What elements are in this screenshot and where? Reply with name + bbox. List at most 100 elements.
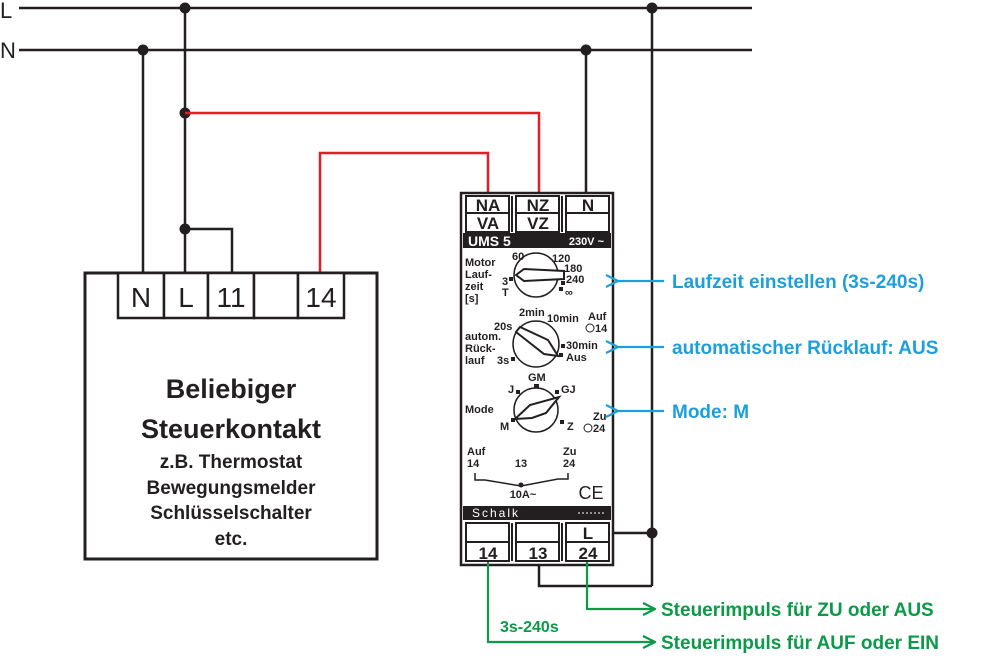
dial-tick-label: 240: [566, 274, 584, 286]
controller-frame: [83, 271, 379, 561]
dial-pointer: [514, 325, 560, 358]
device-bottom-terminals: [465, 522, 610, 562]
return-label: autom.: [465, 331, 501, 343]
dial-pointer: [512, 395, 562, 421]
junction-dot: [179, 223, 191, 235]
bus-label-n: N: [0, 38, 16, 63]
model-name: UMS 5: [468, 233, 511, 249]
controller-sub: Bewegungsmelder: [147, 478, 317, 499]
terminal-label: VZ: [527, 214, 549, 233]
ums5-device: NA NZ N VA VZ UMS 5 230V ~ Motor Lauf- z…: [459, 191, 615, 567]
power-wires: [141, 8, 654, 588]
motor-label: [s]: [465, 293, 479, 305]
blue-annotations: Laufzeit einstellen (3s-240s) automatisc…: [618, 272, 938, 423]
motor-label: zeit: [465, 281, 484, 293]
junction-dot: [179, 2, 191, 14]
dial-tick-label: M: [500, 421, 509, 433]
dial-tick-label: GM: [528, 372, 546, 384]
terminal-label: NA: [476, 196, 501, 215]
note-runtime: Laufzeit einstellen (3s-240s): [672, 272, 924, 293]
dial-tick-label: Z: [567, 421, 574, 433]
dial-tick-label: 60: [512, 251, 524, 263]
relay-contact-symbol: Auf 14 13 Zu 24 10A~ CE: [467, 446, 604, 503]
terminal-l: [162, 271, 210, 320]
junction-dot: [137, 44, 149, 56]
wire-l-11: [185, 227, 234, 272]
relay-label: 24: [563, 458, 576, 470]
relay-label: Zu: [563, 446, 576, 458]
led-number: 14: [595, 323, 608, 335]
mode-label: Mode: [465, 404, 494, 416]
dial-tick-label: Aus: [566, 352, 587, 364]
brand-logo: Schalk: [472, 506, 520, 520]
wire-13-l: [537, 564, 652, 588]
controller-sub: etc.: [215, 529, 248, 550]
dial-tick-label: 3s: [497, 355, 509, 367]
controller-title-1: Beliebiger: [166, 374, 297, 404]
arrow-right-icon: [585, 562, 655, 609]
return-label: lauf: [465, 355, 485, 367]
dial-tick-label: J: [508, 384, 514, 396]
terminal-label: L: [178, 282, 194, 313]
auf-led: Auf 14: [585, 311, 608, 335]
arrow-right-icon: [486, 562, 655, 642]
note-auto-return: automatischer Rücklauf: AUS: [672, 338, 938, 359]
pulse-duration: 3s-240s: [500, 619, 559, 636]
led-label: Auf: [588, 311, 607, 323]
device-top-terminals: [465, 195, 610, 233]
dial-tick-label: 10min: [547, 313, 579, 325]
terminal-label: N: [131, 282, 151, 313]
terminal-label: 13: [529, 544, 548, 563]
controller-title-2: Steuerkontakt: [141, 414, 321, 444]
motor-runtime-dial[interactable]: Motor Lauf- zeit [s] 60 120 180 240 ∞ T …: [465, 251, 584, 305]
controller-sub: Schlüsselschalter: [150, 503, 312, 524]
terminal-empty: [252, 271, 300, 320]
model-band: [463, 233, 611, 248]
wire-14-na: [318, 151, 490, 272]
dial-tick-label: 180: [564, 263, 582, 275]
junction-dot: [646, 2, 658, 14]
controller-terminal-strip: N L 11 14: [116, 271, 346, 320]
terminal-14: [296, 271, 346, 320]
led-label: Zu: [593, 411, 606, 423]
ce-mark: CE: [578, 483, 603, 503]
dial-pointer: [514, 267, 565, 283]
led-icon: [583, 423, 593, 433]
relay-label: 13: [515, 458, 527, 470]
controller-sub: z.B. Thermostat: [160, 452, 303, 473]
motor-label: Lauf-: [465, 269, 492, 281]
dial-tick-label: GJ: [561, 384, 576, 396]
dial-tick-label: 3: [502, 276, 508, 288]
terminal-label: 24: [579, 544, 598, 563]
return-label: Rück-: [465, 343, 496, 355]
model-voltage: 230V ~: [569, 236, 605, 248]
note-open-pulse: Steuerimpuls für AUF oder EIN: [661, 633, 939, 654]
relay-rating: 10A~: [510, 489, 537, 501]
dial-tick-label: 30min: [566, 340, 598, 352]
wire-l-nz: [185, 111, 541, 196]
junction-dot: [580, 44, 592, 56]
relay-label: Auf: [467, 446, 486, 458]
bus-lines: L N: [0, 0, 752, 63]
terminal-label: 14: [305, 282, 336, 313]
green-annotations: Steuerimpuls für ZU oder AUS Steuerimpul…: [486, 562, 939, 654]
mode-dial[interactable]: Mode GM GJ Z M J: [465, 372, 576, 433]
dial-tick-label: T: [502, 287, 509, 299]
controller-box: N L 11 14 Beliebiger Steuerkontakt z.B. …: [83, 271, 379, 561]
brand-band: [463, 506, 611, 520]
terminal-label: 14: [479, 544, 498, 563]
terminal-label: NZ: [527, 196, 550, 215]
auto-return-dial[interactable]: autom. Rück- lauf 2min 10min SEP 30min A…: [465, 307, 598, 368]
led-icon: [585, 323, 595, 333]
dial-tick-label: 20s: [494, 321, 512, 333]
terminal-label: N: [582, 196, 594, 215]
terminal-label: VA: [477, 214, 499, 233]
note-close-pulse: Steuerimpuls für ZU oder AUS: [661, 600, 934, 621]
terminal-label: L: [583, 524, 593, 543]
junction-dot: [646, 527, 658, 539]
bus-label-l: L: [0, 0, 12, 23]
dial-tick-label: 2min: [519, 307, 545, 319]
led-number: 24: [593, 423, 606, 435]
dial-tick-label: 120: [552, 253, 570, 265]
